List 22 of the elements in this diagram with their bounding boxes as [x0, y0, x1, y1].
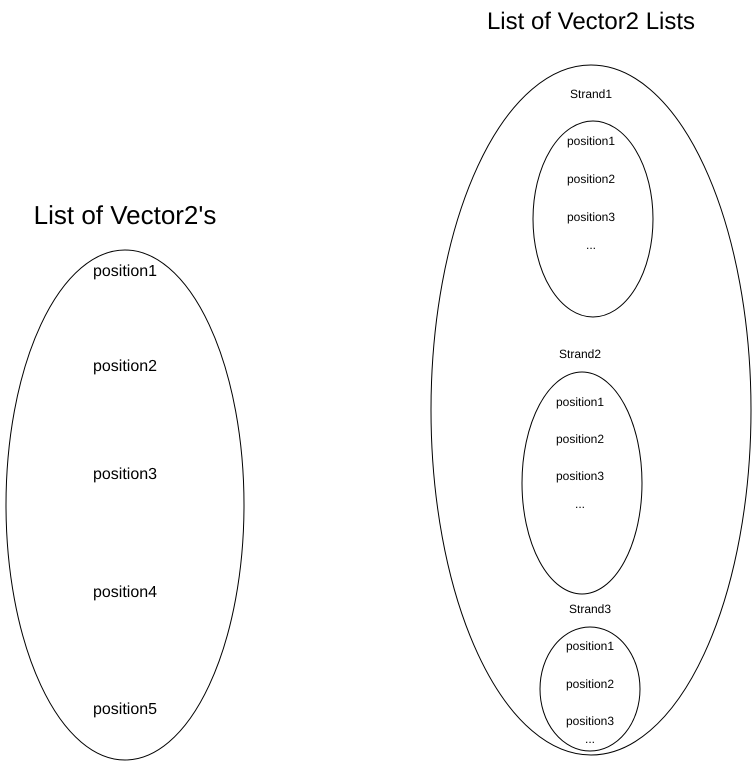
item-label: ...	[585, 732, 595, 746]
heading: List of Vector2 Lists	[486, 8, 696, 37]
item-label: ...	[575, 497, 585, 512]
item-label: position2	[92, 357, 158, 376]
item-label: position5	[92, 700, 158, 720]
item-label: position4	[92, 583, 158, 602]
item-label: position2	[566, 677, 614, 692]
item-label: position3	[566, 210, 616, 224]
item-label: position3	[92, 465, 158, 484]
heading: Strand3	[568, 602, 612, 616]
item-label: position3	[566, 714, 614, 728]
item-label: ...	[586, 238, 596, 252]
item-label: position2	[566, 172, 616, 186]
heading: Strand1	[570, 87, 612, 102]
heading: Strand2	[558, 347, 602, 362]
item-label: position1	[566, 639, 614, 654]
item-label: position3	[556, 469, 604, 484]
item-label: position1	[566, 134, 616, 148]
heading: List of Vector2's	[34, 200, 216, 232]
item-label: position2	[556, 432, 604, 446]
item-label: position1	[92, 262, 158, 282]
item-label: position1	[556, 395, 604, 410]
